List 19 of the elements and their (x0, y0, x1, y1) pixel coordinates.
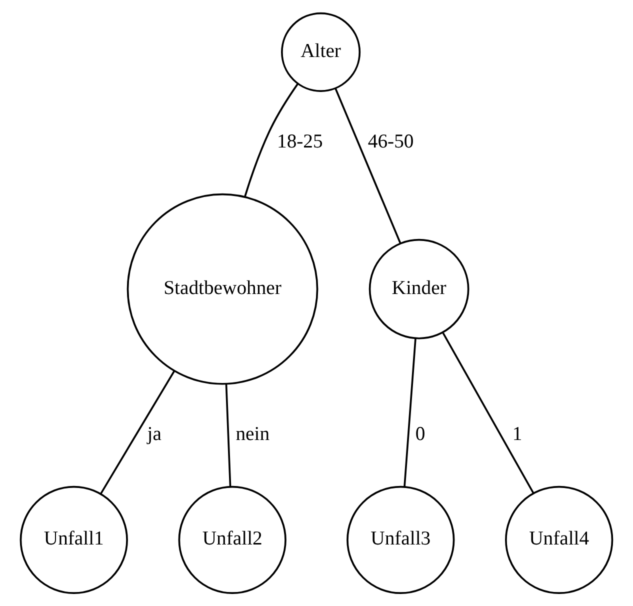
connector (244, 83, 299, 198)
node-circle: Alter (281, 12, 361, 92)
node-circle: Unfall1 (20, 486, 128, 594)
connector (442, 332, 534, 494)
connector (334, 88, 402, 244)
connector (225, 384, 232, 488)
node-circle: Kinder (368, 238, 470, 340)
connector (404, 338, 416, 487)
edge-label: 1 (512, 423, 522, 446)
edge-label: 46-50 (368, 130, 414, 152)
edge-label: nein (236, 423, 270, 446)
node-circle: Unfall4 (505, 486, 614, 594)
edge-label: 0 (415, 423, 426, 446)
connector (100, 370, 176, 494)
node-circle: Unfall3 (346, 486, 455, 594)
edge-label: ja (147, 423, 162, 446)
node-circle: Stadtbewohner (126, 193, 318, 385)
node-circle: Unfall2 (178, 486, 286, 594)
edge-label: 18-25 (276, 130, 323, 152)
